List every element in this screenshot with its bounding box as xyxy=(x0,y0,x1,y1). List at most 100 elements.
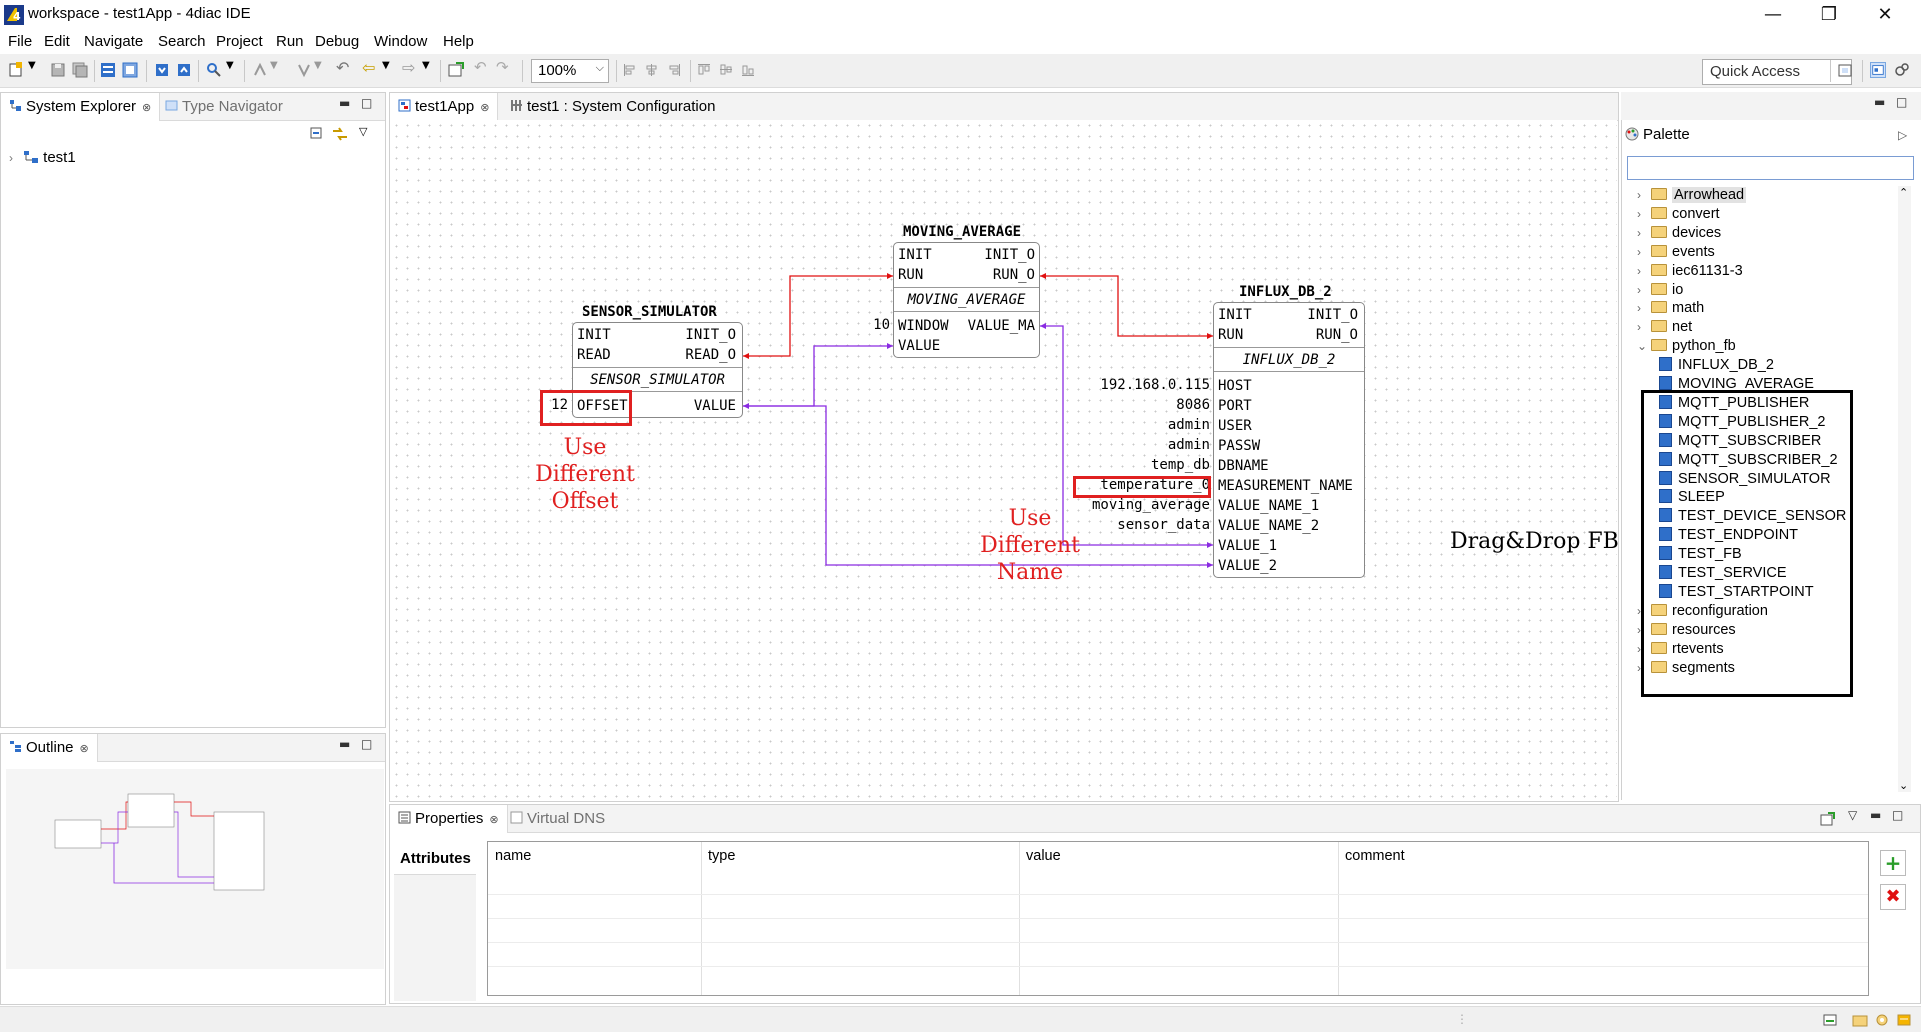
link-with-editor-icon[interactable] xyxy=(331,126,349,142)
param-port-value[interactable]: 8086 xyxy=(1176,397,1210,413)
palette-folder[interactable]: ›Arrowhead xyxy=(1637,187,1747,209)
palette-collapse-icon[interactable]: ▷ xyxy=(1898,128,1908,142)
palette-folder[interactable]: ›net xyxy=(1637,319,1692,341)
tab-system-configuration[interactable]: test1 : System Configuration xyxy=(502,93,723,121)
port-dbname[interactable]: DBNAME xyxy=(1218,458,1269,474)
port-offset[interactable]: OFFSET xyxy=(577,398,628,414)
search-dropdown-icon[interactable]: ▼ xyxy=(226,60,234,71)
new-dropdown-icon[interactable]: ▼ xyxy=(28,60,36,71)
chevron-right-icon[interactable]: › xyxy=(1637,225,1641,240)
port-value[interactable]: VALUE xyxy=(693,398,736,414)
chevron-right-icon[interactable]: › xyxy=(1637,641,1641,656)
palette-folder[interactable]: ›iec61131-3 xyxy=(1637,263,1743,285)
maximize-icon[interactable]: □ xyxy=(361,737,373,751)
port-init[interactable]: INIT xyxy=(898,247,932,263)
chevron-right-icon[interactable]: › xyxy=(9,151,13,165)
chevron-right-icon[interactable]: › xyxy=(1637,188,1641,202)
palette-fb-item[interactable]: TEST_SERVICE xyxy=(1659,565,1787,587)
menu-navigate[interactable]: Navigate xyxy=(84,33,144,50)
view-menu-icon[interactable]: ▽ xyxy=(1848,808,1858,822)
palette-fb-item[interactable]: SENSOR_SIMULATOR xyxy=(1659,470,1831,493)
minimize-icon[interactable]: ▬ xyxy=(1870,808,1882,822)
align-bottom-icon[interactable] xyxy=(740,62,756,78)
scroll-up-icon[interactable]: ⌃ xyxy=(1899,186,1909,199)
port-value-name-2[interactable]: VALUE_NAME_2 xyxy=(1218,518,1320,534)
application-icon[interactable] xyxy=(122,62,138,78)
minimize-icon[interactable]: ▬ xyxy=(339,96,351,110)
minimize-icon[interactable]: ▬ xyxy=(339,737,351,751)
fb-moving-average[interactable]: INIT RUN INIT_O RUN_O MOVING_AVERAGE WIN… xyxy=(893,242,1040,358)
tab-test1app[interactable]: test1App⊗ xyxy=(390,93,499,121)
palette-folder[interactable]: ⌄python_fb xyxy=(1637,338,1736,360)
port-run-o[interactable]: RUN_O xyxy=(1315,327,1358,343)
close-icon[interactable]: ⊗ xyxy=(142,102,152,114)
port-init[interactable]: INIT xyxy=(1218,307,1252,323)
palette-folder[interactable]: ›segments xyxy=(1637,660,1735,682)
undo-icon[interactable]: ↶ xyxy=(474,58,487,76)
port-init[interactable]: INIT xyxy=(577,327,611,343)
attributes-table[interactable]: name type value comment xyxy=(487,841,1869,996)
tree-item-test1[interactable]: › test1 xyxy=(9,149,76,166)
align-left-icon[interactable] xyxy=(622,62,638,78)
column-name[interactable]: name xyxy=(495,848,532,864)
palette-fb-item[interactable]: MQTT_SUBSCRIBER_2 xyxy=(1659,451,1838,474)
menu-search[interactable]: Search xyxy=(158,33,206,50)
palette-search-input[interactable] xyxy=(1627,156,1914,180)
palette-fb-item[interactable]: MOVING_AVERAGE xyxy=(1659,376,1814,398)
last-edit-icon[interactable]: ↶ xyxy=(336,58,350,77)
add-attribute-button[interactable]: + xyxy=(1880,850,1906,876)
palette-fb-item[interactable]: TEST_STARTPOINT xyxy=(1659,583,1814,606)
new-icon[interactable] xyxy=(8,62,24,78)
menu-run[interactable]: Run xyxy=(276,33,304,50)
param-dbname-value[interactable]: temp_db xyxy=(1150,457,1210,473)
open-perspective-icon[interactable] xyxy=(448,62,464,78)
pin-icon[interactable] xyxy=(1820,811,1836,827)
port-value-1[interactable]: VALUE_1 xyxy=(1218,538,1278,554)
palette-folder[interactable]: ›reconfiguration xyxy=(1637,603,1768,625)
minimize-icon[interactable]: — xyxy=(1764,4,1782,25)
param-user-value[interactable]: admin xyxy=(1167,417,1210,433)
4diac-perspective-icon[interactable] xyxy=(1870,62,1886,78)
chevron-right-icon[interactable]: › xyxy=(1637,282,1641,297)
port-measurement-name[interactable]: MEASUREMENT_NAME xyxy=(1218,478,1353,494)
back-icon[interactable]: ⇦ xyxy=(362,58,376,77)
tab-type-navigator[interactable]: Type Navigator xyxy=(157,93,291,121)
palette-fb-item[interactable]: MQTT_PUBLISHER xyxy=(1659,394,1809,417)
port-host[interactable]: HOST xyxy=(1218,378,1252,394)
port-value-ma[interactable]: VALUE_MA xyxy=(967,318,1035,334)
chevron-right-icon[interactable]: › xyxy=(1637,263,1641,278)
param-value-name-1-value[interactable]: moving_average xyxy=(1091,497,1210,513)
column-value[interactable]: value xyxy=(1026,848,1061,864)
open-perspective-right-icon[interactable] xyxy=(1838,62,1854,78)
palette-fb-item[interactable]: MQTT_PUBLISHER_2 xyxy=(1659,413,1825,436)
fb-influx-db-2[interactable]: INIT RUN INIT_O RUN_O INFLUX_DB_2 HOST P… xyxy=(1213,302,1365,578)
palette-folder[interactable]: ›math xyxy=(1637,300,1704,322)
tab-outline[interactable]: Outline⊗ xyxy=(1,734,98,762)
folder-icon[interactable] xyxy=(1852,1012,1868,1028)
port-init-o[interactable]: INIT_O xyxy=(1307,307,1358,323)
port-value-name-1[interactable]: VALUE_NAME_1 xyxy=(1218,498,1320,514)
param-window-value[interactable]: 10 xyxy=(873,317,890,333)
close-icon[interactable]: ✕ xyxy=(1877,4,1893,25)
maximize-icon[interactable]: □ xyxy=(1892,808,1904,822)
port-init-o[interactable]: INIT_O xyxy=(685,327,736,343)
palette-folder[interactable]: ›io xyxy=(1637,282,1683,304)
maximize-icon[interactable]: □ xyxy=(361,96,373,110)
port-value[interactable]: VALUE xyxy=(898,338,941,354)
system-icon[interactable] xyxy=(100,62,116,78)
param-measurement-name-value[interactable]: temperature_0 xyxy=(1100,477,1210,493)
tab-virtual-dns[interactable]: Virtual DNS xyxy=(502,805,613,833)
port-user[interactable]: USER xyxy=(1218,418,1252,434)
maximize-icon[interactable]: □ xyxy=(1896,95,1908,109)
save-icon[interactable] xyxy=(50,62,66,78)
column-type[interactable]: type xyxy=(708,848,736,864)
menu-edit[interactable]: Edit xyxy=(44,33,70,50)
next-annotation-icon[interactable] xyxy=(296,62,312,78)
minimize-icon[interactable]: ▬ xyxy=(1874,95,1886,109)
chevron-right-icon[interactable]: › xyxy=(1637,320,1641,335)
port-run[interactable]: RUN xyxy=(1218,327,1244,343)
menu-file[interactable]: File xyxy=(8,33,33,50)
save-all-icon[interactable] xyxy=(72,62,88,78)
port-passw[interactable]: PASSW xyxy=(1218,438,1261,454)
port-read-o[interactable]: READ_O xyxy=(685,347,736,363)
